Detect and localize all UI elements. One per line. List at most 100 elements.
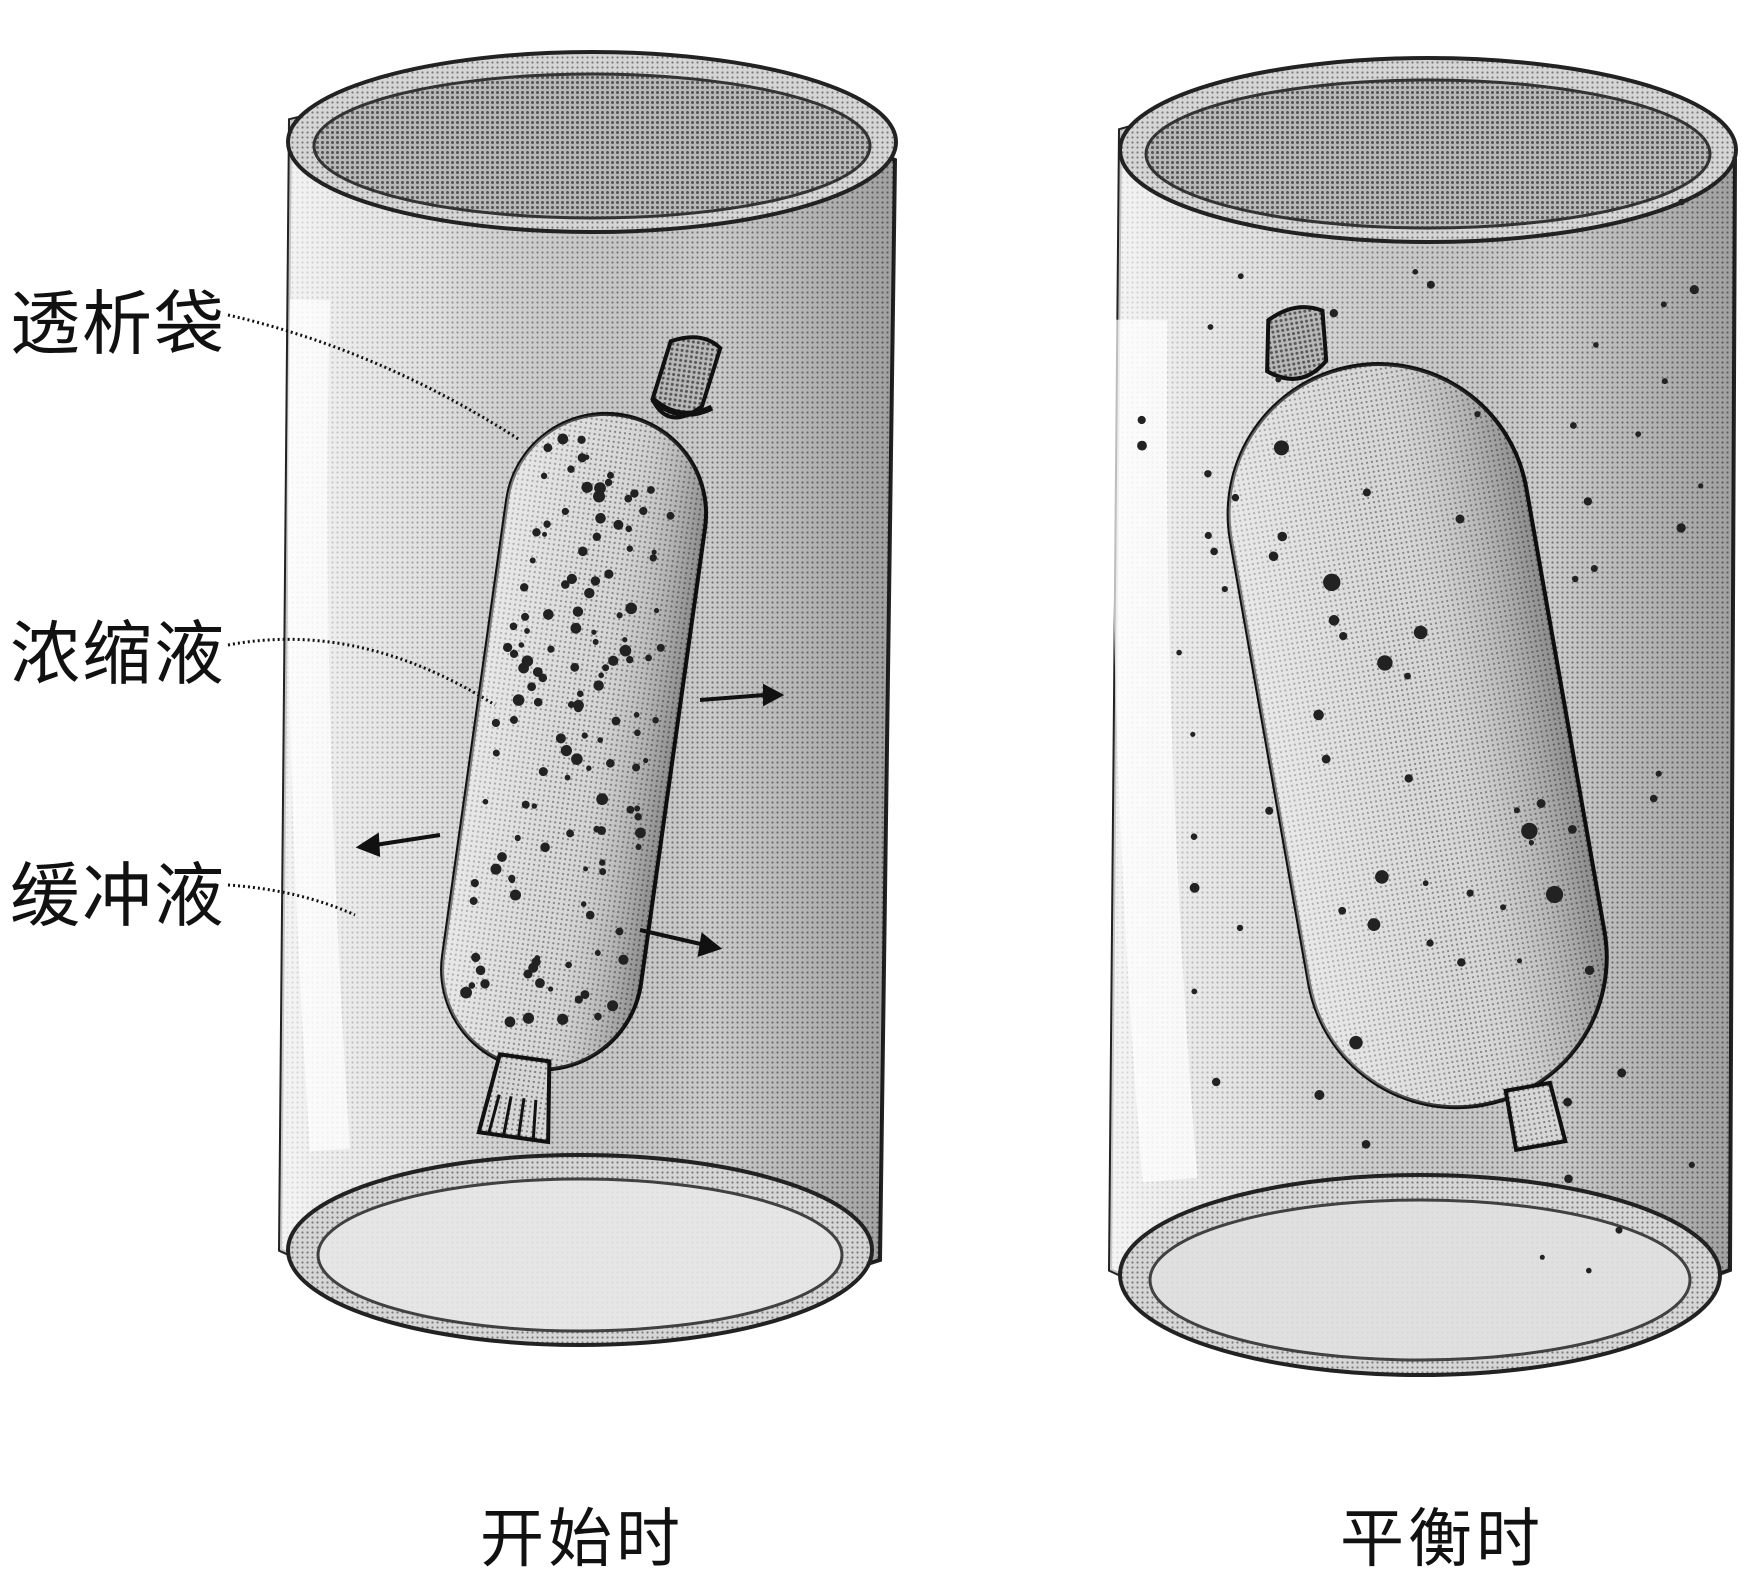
solute-particle	[492, 749, 500, 757]
solute-particle	[578, 546, 588, 557]
solute-particle	[468, 982, 476, 989]
solute-particle	[1413, 625, 1428, 640]
solute-particle	[593, 825, 601, 833]
solute-particle	[1513, 807, 1520, 814]
solute-particle	[1500, 904, 1507, 911]
solute-particle	[639, 506, 648, 516]
solute-particle	[606, 759, 615, 768]
solute-particle	[1617, 1068, 1627, 1078]
solute-particle	[594, 1012, 602, 1021]
solute-particle	[592, 638, 599, 645]
solute-particle	[624, 494, 633, 503]
solute-particle	[590, 576, 601, 586]
solute-particle	[1593, 342, 1599, 348]
solute-particle	[509, 622, 518, 631]
solute-particle	[1207, 324, 1214, 330]
solute-particle	[540, 472, 548, 480]
solute-particle	[570, 622, 582, 634]
solute-particle	[651, 549, 657, 555]
solute-particle	[1338, 906, 1347, 915]
solute-particle	[565, 961, 572, 969]
label-dialysis-bag: 透析袋	[10, 283, 226, 365]
solute-particle	[576, 690, 584, 698]
solute-particle	[509, 715, 518, 724]
solute-particle	[645, 654, 652, 662]
solute-particle	[471, 952, 481, 962]
solute-particle	[528, 962, 539, 973]
solute-particle	[540, 842, 550, 853]
solute-particle	[1137, 440, 1147, 451]
solute-particle	[649, 554, 657, 562]
solute-particle	[580, 990, 590, 999]
solute-particle	[1564, 1174, 1573, 1184]
solute-particle	[592, 532, 602, 541]
solute-particle	[1210, 547, 1218, 556]
solute-particle	[1584, 965, 1595, 975]
solute-particle	[547, 645, 555, 653]
leader-lines	[227, 313, 521, 917]
solute-particle	[1455, 514, 1465, 524]
solute-particle	[1568, 825, 1577, 834]
solute-particle	[625, 602, 637, 615]
solute-particle	[543, 609, 554, 620]
solute-particle	[534, 955, 541, 961]
solute-particle	[543, 520, 551, 528]
solute-particle	[599, 868, 607, 876]
caption-start: 开始时	[480, 1503, 684, 1577]
solute-particle	[574, 995, 583, 1004]
solute-particle	[666, 511, 675, 520]
dialysis-bag-equilibrium	[1226, 305, 1609, 1153]
solute-particle	[521, 800, 530, 809]
solute-particle	[618, 954, 629, 965]
solute-particle	[490, 863, 502, 875]
solute-particle	[504, 1016, 516, 1028]
solute-particle	[1212, 1077, 1221, 1087]
solute-particle	[567, 701, 575, 708]
solute-particle	[594, 482, 606, 495]
solute-particle	[1377, 655, 1393, 671]
solute-particle	[1422, 880, 1429, 887]
solute-particle	[616, 612, 623, 619]
solute-particle	[536, 667, 542, 673]
solute-particle	[1426, 939, 1434, 947]
solute-particle	[1570, 422, 1577, 429]
solute-particle	[652, 716, 659, 724]
solute-particle	[1190, 731, 1196, 737]
solute-particle	[512, 694, 525, 706]
solute-particle	[482, 798, 489, 805]
solute-particle	[1698, 483, 1704, 489]
solute-particle	[633, 712, 640, 718]
solute-particle	[1190, 833, 1198, 840]
solute-particle	[475, 965, 486, 976]
solute-particle	[1204, 470, 1212, 478]
solute-particle	[606, 471, 614, 479]
solute-particle	[1676, 523, 1686, 533]
label-buffer: 缓冲液	[10, 855, 226, 937]
solute-particle	[622, 637, 628, 643]
solute-particle	[607, 1000, 619, 1012]
solute-particle	[564, 774, 571, 781]
solute-particle	[509, 889, 521, 901]
solute-particle	[635, 843, 642, 850]
solute-particle	[1339, 632, 1348, 641]
solute-particle	[1375, 870, 1389, 884]
solute-particle	[548, 986, 554, 992]
solute-particle	[1572, 575, 1579, 583]
solute-particle	[615, 927, 624, 936]
solute-particle	[1265, 806, 1274, 815]
solute-particle	[1661, 378, 1668, 385]
solute-particle	[1528, 840, 1534, 846]
solute-particle	[1563, 1097, 1572, 1107]
solute-particle	[1273, 440, 1289, 456]
solute-particle	[583, 454, 590, 460]
dialysis-bag-start	[440, 335, 723, 1145]
solute-particle	[572, 606, 584, 617]
solute-particle	[626, 545, 633, 552]
solute-particle	[571, 753, 583, 765]
solute-particle	[538, 673, 548, 683]
solute-particle	[508, 874, 516, 882]
solute-particle	[555, 733, 566, 744]
solute-particle	[566, 573, 578, 584]
solute-particle	[1404, 672, 1411, 680]
